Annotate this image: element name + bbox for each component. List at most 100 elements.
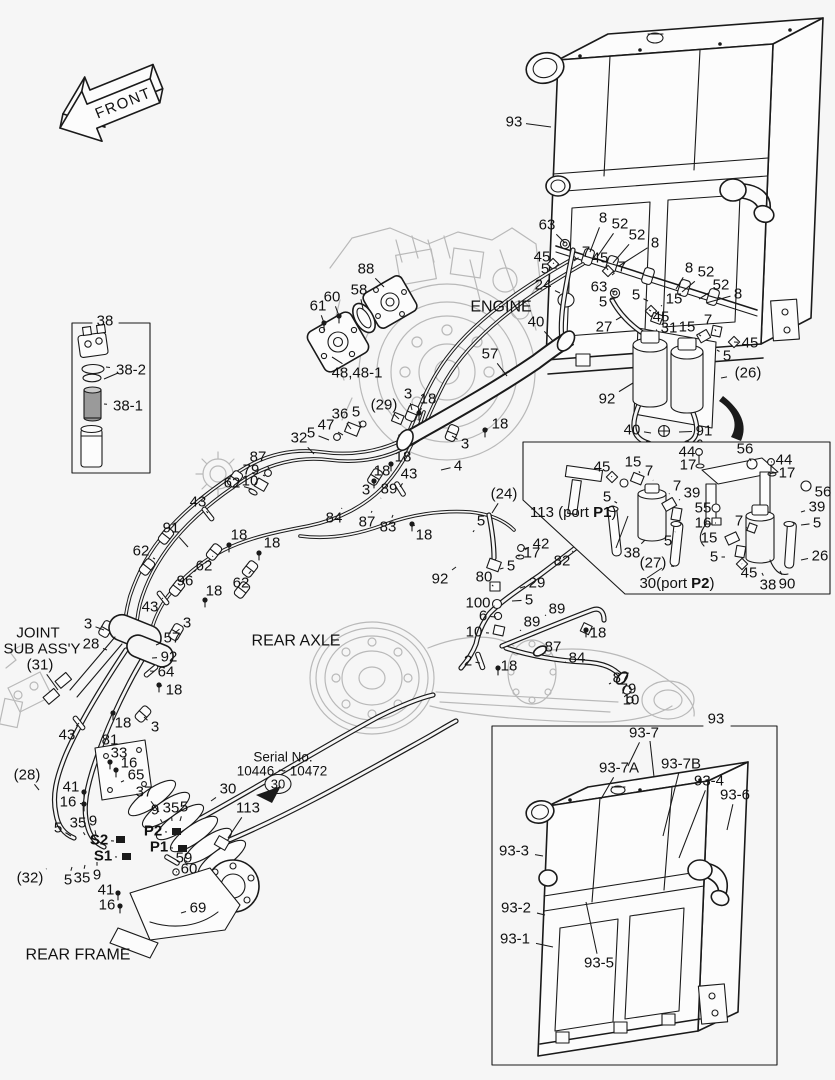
- part-label-52: 52: [629, 227, 646, 244]
- part-label-62: 62: [224, 475, 241, 492]
- leader-line: [646, 567, 663, 579]
- leader-line: [175, 628, 180, 633]
- leader-line: [800, 523, 810, 526]
- leader-line: [726, 804, 734, 831]
- part-label-43: 43: [401, 466, 418, 483]
- part-label-93-1: 93-1: [500, 931, 530, 948]
- part-label-P2: P2: [144, 823, 162, 840]
- leader-line: [83, 864, 86, 869]
- part-label-81: 81: [102, 732, 119, 749]
- leader-line: [643, 298, 649, 302]
- leader-line: [206, 510, 209, 514]
- part-label-92: 92: [599, 391, 616, 408]
- part-label-35: 35: [70, 815, 87, 832]
- leader-line: [525, 123, 552, 128]
- leader-line: [519, 629, 522, 632]
- leader-line: [534, 854, 544, 857]
- part-label-26: 26: [812, 548, 829, 565]
- part-label-9: 9: [93, 867, 101, 884]
- part-label-89: 89: [549, 601, 566, 618]
- leader-line: [411, 522, 416, 527]
- leader-line: [102, 648, 108, 651]
- leader-line: [143, 716, 148, 721]
- circled-serial-ref-label: 30: [271, 777, 285, 792]
- part-label-41: 41: [63, 779, 80, 796]
- leader-line: [536, 912, 546, 916]
- part-label-4: 4: [454, 458, 462, 475]
- part-label-45: 45: [741, 565, 758, 582]
- leader-line: [391, 514, 394, 518]
- leader-line: [418, 408, 422, 413]
- leader-line: [761, 572, 764, 576]
- part-label-7: 7: [582, 244, 590, 261]
- hoses-art: [54, 250, 700, 847]
- part-label-7: 7: [618, 259, 626, 276]
- leader-line: [543, 330, 554, 342]
- part-label-15: 15: [666, 291, 683, 308]
- part-label-38-2: 38-2: [116, 362, 146, 379]
- part-label-7: 7: [735, 513, 743, 530]
- part-label-37: 37: [136, 784, 153, 801]
- part-label-56: 56: [737, 441, 754, 458]
- part-label-SerialNo: Serial No.: [253, 750, 312, 765]
- part-label-38: 38: [760, 577, 777, 594]
- part-label-18: 18: [492, 416, 509, 433]
- part-label-87: 87: [545, 639, 562, 656]
- rear-axle-ghost-art: [0, 451, 695, 735]
- leader-line: [662, 773, 680, 837]
- joint-cluster-art: [42, 613, 174, 705]
- part-label-SUBASSY: SUB ASS'Y: [3, 641, 80, 658]
- leader-line: [544, 614, 547, 617]
- part-label-93: 93: [708, 711, 725, 728]
- leader-line: [82, 789, 86, 792]
- circled-serial-ref: [264, 773, 292, 795]
- leader-line: [440, 467, 451, 471]
- leader-line: [779, 570, 783, 575]
- filter-detail-box: [71, 322, 151, 474]
- leader-line: [360, 299, 364, 310]
- part-label-90: 90: [779, 576, 796, 593]
- part-label-43: 43: [142, 599, 159, 616]
- misc-art: 30: [256, 396, 744, 803]
- leader-line: [605, 267, 609, 271]
- part-label-18: 18: [395, 449, 412, 466]
- leader-line: [262, 474, 266, 477]
- part-label-3: 3: [362, 482, 370, 499]
- part-label-31: 31: [661, 320, 678, 337]
- leader-line: [178, 536, 189, 548]
- leader-line: [65, 832, 72, 837]
- part-label-18: 18: [166, 682, 183, 699]
- leader-line: [600, 777, 615, 800]
- leader-line: [611, 272, 615, 276]
- part-label-38: 38: [97, 313, 114, 330]
- part-label-8: 8: [651, 235, 659, 252]
- leader-line: [648, 309, 652, 312]
- leader-line: [70, 866, 73, 871]
- part-label-45: 45: [594, 459, 611, 476]
- part-label-18: 18: [206, 583, 223, 600]
- leader-line: [573, 257, 579, 262]
- leader-line: [115, 768, 118, 771]
- part-label-93-7A: 93-7A: [599, 760, 639, 777]
- part-label-18: 18: [231, 527, 248, 544]
- part-label-42: 42: [533, 536, 550, 553]
- part-label-59: 59: [176, 850, 193, 867]
- leader-line: [112, 712, 115, 715]
- part-label-61: 61: [310, 298, 327, 315]
- part-label-7: 7: [704, 312, 712, 329]
- leader-line: [248, 570, 252, 575]
- part-label-62: 62: [196, 558, 213, 575]
- leader-line: [337, 431, 344, 436]
- part-label-15: 15: [701, 530, 718, 547]
- part-label-69: 69: [190, 900, 207, 917]
- leader-line: [678, 498, 681, 501]
- part-label-92: 92: [161, 649, 178, 666]
- leader-line: [95, 626, 105, 631]
- leader-line: [618, 247, 648, 267]
- part-label-45: 45: [653, 309, 670, 326]
- part-label-33: 33: [111, 745, 128, 762]
- radiator-art: [525, 17, 824, 375]
- part-label-63: 63: [539, 217, 556, 234]
- part-label-89: 89: [381, 481, 398, 498]
- leader-line: [227, 817, 243, 839]
